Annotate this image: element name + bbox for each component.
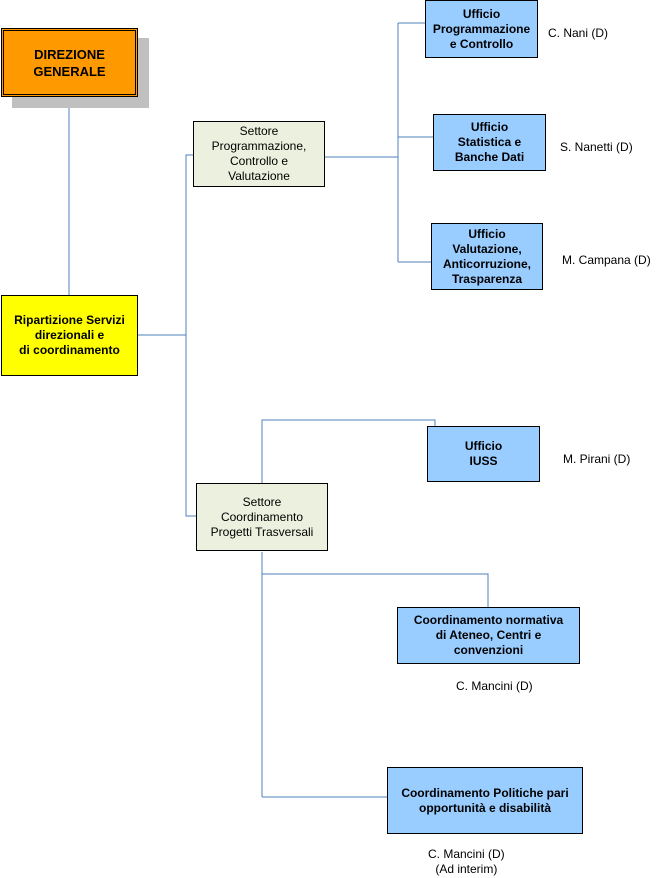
ufficio-iuss-box[interactable]: Ufficio IUSS: [427, 426, 540, 482]
person-nanetti: S. Nanetti (D): [560, 140, 633, 154]
person-campana: M. Campana (D): [562, 253, 651, 267]
ufficio-iuss-label: Ufficio IUSS: [464, 439, 503, 468]
ufficio-valutazione-label: Ufficio Valutazione, Anticorruzione, Tra…: [442, 226, 531, 286]
ufficio-programmazione-box[interactable]: Ufficio Programmazione e Controllo: [425, 0, 538, 58]
coord-politiche-label: Coordinamento Politiche pari opportunità…: [401, 785, 569, 815]
coord-normativa-label: Coordinamento normativa di Ateneo, Centr…: [413, 613, 564, 657]
person-mancini: C. Mancini (D): [456, 679, 533, 693]
coord-politiche-box[interactable]: Coordinamento Politiche pari opportunità…: [387, 767, 583, 834]
person-pirani: M. Pirani (D): [563, 452, 631, 466]
coord-normativa-box[interactable]: Coordinamento normativa di Ateneo, Centr…: [397, 607, 580, 664]
settore-coordinamento-box[interactable]: Settore Coordinamento Progetti Trasversa…: [196, 483, 328, 551]
ufficio-statistica-label: Ufficio Statistica e Banche Dati: [454, 120, 525, 164]
settore-coordinamento-label: Settore Coordinamento Progetti Trasversa…: [210, 494, 314, 539]
person-mancini-interim: C. Mancini (D) (Ad interim): [428, 847, 505, 876]
settore-programmazione-box[interactable]: Settore Programmazione, Controllo e Valu…: [193, 121, 325, 187]
ufficio-statistica-box[interactable]: Ufficio Statistica e Banche Dati: [433, 114, 546, 171]
settore-programmazione-label: Settore Programmazione, Controllo e Valu…: [211, 124, 307, 183]
connector-settori-vertical: [185, 154, 196, 517]
connector-coord-normativa: [262, 573, 489, 607]
ufficio-valutazione-box[interactable]: Ufficio Valutazione, Anticorruzione, Tra…: [431, 223, 543, 290]
person-nani: C. Nani (D): [548, 26, 609, 40]
ufficio-programmazione-label: Ufficio Programmazione e Controllo: [432, 6, 531, 51]
connector-settore2-iuss: [261, 419, 436, 483]
ripartizione-label: Ripartizione Servizi direzionali e di co…: [14, 313, 125, 357]
direzione-generale-label: DIREZIONE GENERALE: [33, 46, 106, 79]
direzione-generale-box[interactable]: DIREZIONE GENERALE: [1, 28, 138, 97]
ripartizione-box[interactable]: Ripartizione Servizi direzionali e di co…: [1, 295, 138, 376]
